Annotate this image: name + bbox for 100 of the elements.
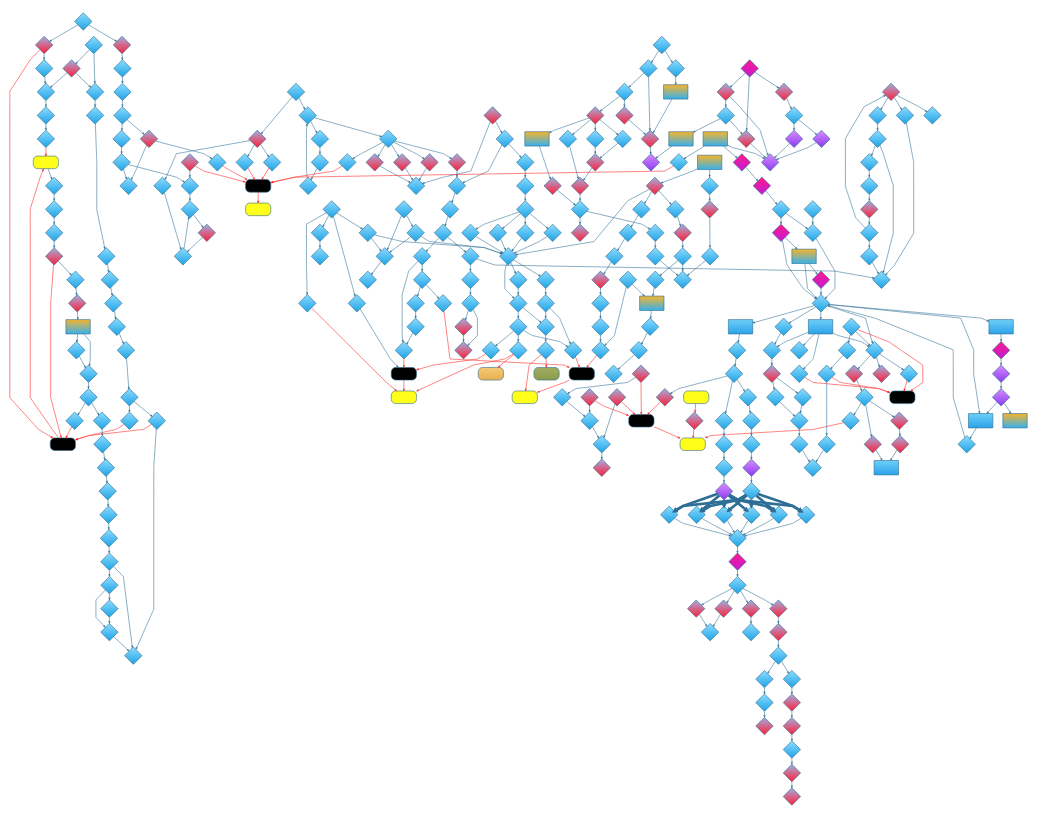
arrow [600, 452, 603, 459]
arrow [53, 240, 56, 248]
arrow [1000, 333, 1003, 342]
arrow [421, 264, 424, 271]
arrow [828, 303, 981, 414]
arrow [660, 168, 698, 183]
arrow [155, 140, 213, 159]
arrow [871, 261, 879, 274]
arrow [394, 140, 453, 159]
arrow [808, 262, 818, 275]
arrow [569, 145, 579, 179]
arrow [750, 452, 753, 459]
arrow [114, 310, 117, 319]
arrow [44, 123, 47, 130]
arrow [447, 236, 467, 252]
arrow [469, 287, 472, 295]
arrow [515, 188, 650, 255]
arrow [599, 287, 602, 295]
arrow [76, 333, 79, 342]
arrow [107, 522, 110, 530]
arrow [47, 167, 53, 180]
arrow [727, 144, 766, 159]
arrow [544, 311, 547, 318]
arrow [723, 145, 738, 158]
arrow [103, 451, 106, 460]
arrow [803, 333, 815, 346]
arrow [885, 122, 914, 275]
arrow [653, 426, 681, 438]
arrow [128, 163, 185, 183]
arrow [194, 165, 246, 182]
arrow [336, 212, 363, 229]
arrow [75, 287, 78, 295]
arrow [379, 165, 411, 183]
arrow [740, 590, 749, 603]
arrow [630, 214, 639, 227]
arrow [726, 589, 735, 603]
arrow [811, 217, 814, 224]
arrow [121, 99, 124, 107]
arrow [621, 400, 636, 415]
arrow [537, 379, 570, 393]
arrow [815, 449, 824, 462]
arrow [418, 167, 427, 180]
arrow [669, 375, 728, 394]
arrow [736, 378, 745, 392]
node-diamond [287, 82, 305, 101]
arrow [374, 234, 503, 254]
arrow [416, 353, 486, 370]
arrow [44, 146, 47, 156]
arrow [222, 165, 248, 180]
arrow [798, 118, 818, 135]
arrow [856, 379, 863, 391]
arrow [774, 142, 791, 158]
arrow [539, 145, 551, 179]
arrow [95, 589, 106, 628]
node-box [702, 130, 728, 146]
arrow [785, 212, 808, 229]
arrow [734, 357, 737, 366]
arrow [875, 449, 883, 461]
arrow [876, 356, 880, 367]
arrow [529, 212, 549, 229]
arrow [748, 404, 751, 413]
arrow [790, 734, 793, 741]
arrow [377, 143, 386, 157]
arrow [417, 285, 421, 297]
arrow [544, 334, 547, 342]
arrow [107, 498, 110, 507]
arrow [108, 616, 111, 624]
arrow [107, 263, 110, 272]
arrow [135, 428, 157, 650]
arrow [43, 52, 46, 60]
arrow [790, 781, 793, 788]
arrow [786, 97, 792, 109]
arrow [658, 189, 672, 205]
arrow [475, 235, 504, 253]
arrow [790, 687, 793, 694]
arrow [827, 304, 966, 438]
arrow [544, 287, 547, 295]
arrow [53, 217, 56, 224]
arrow [831, 376, 890, 393]
arrow [827, 305, 874, 344]
arrow [523, 329, 569, 347]
arrow [649, 309, 652, 319]
arrow [754, 71, 780, 88]
arrow [9, 48, 54, 438]
arrow [832, 332, 870, 347]
arrow [401, 260, 419, 343]
arrow [128, 405, 131, 412]
arrow [504, 262, 515, 299]
arrow [524, 193, 527, 201]
arrow [495, 120, 503, 133]
node-diamond [580, 387, 599, 406]
arrow [405, 167, 414, 180]
arrow [745, 76, 750, 131]
arrow [247, 167, 255, 180]
arrow [1000, 358, 1003, 365]
arrow [617, 237, 626, 251]
node-diamond [652, 35, 671, 54]
arrow [723, 452, 725, 459]
arrow [586, 210, 651, 229]
arrow [133, 400, 153, 417]
